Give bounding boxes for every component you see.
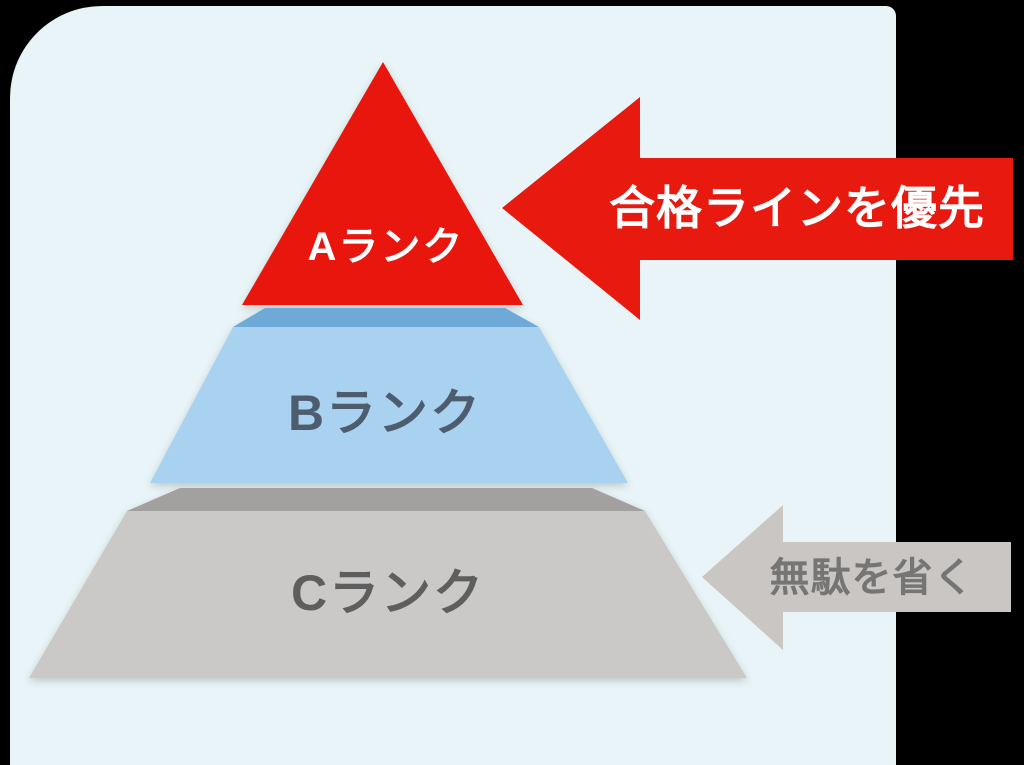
tier-c-label: Cランク (291, 565, 485, 621)
tier-b-shape (150, 327, 628, 483)
tier-c-bevel (127, 488, 645, 511)
tier-b-bevel (233, 308, 539, 327)
pass-line-arrow-label: 合格ラインを優先 (609, 182, 985, 234)
cut-waste-arrow-icon (702, 505, 1011, 650)
tier-c-shape (29, 511, 747, 678)
pass-line-arrow-icon (502, 97, 1013, 320)
tier-b-label: Bランク (288, 385, 482, 441)
tier-a-label: Aランク (308, 225, 465, 269)
tier-a-shape (242, 62, 523, 305)
cut-waste-arrow-label: 無駄を省く (770, 556, 975, 600)
